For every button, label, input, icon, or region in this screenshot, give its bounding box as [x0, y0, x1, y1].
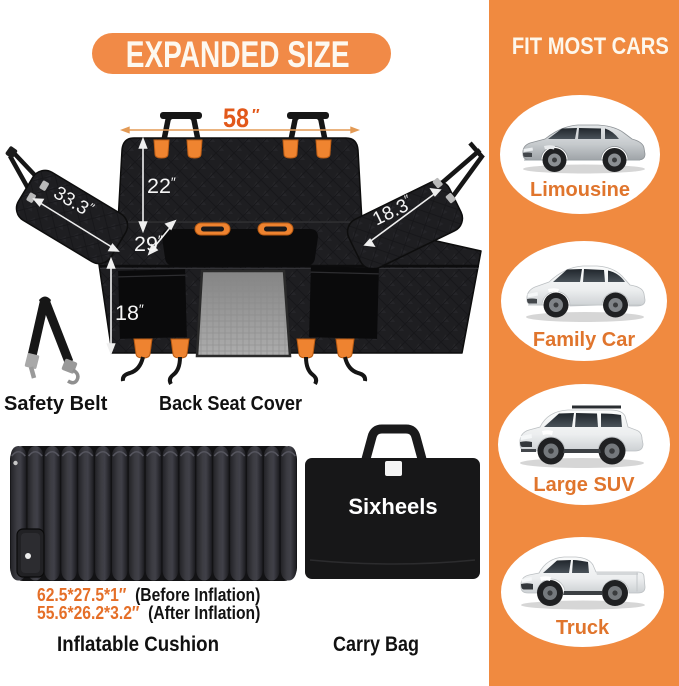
svg-text:″: ″: [252, 107, 260, 124]
svg-text:58: 58: [223, 103, 249, 133]
svg-text:Sixheels: Sixheels: [348, 494, 437, 519]
